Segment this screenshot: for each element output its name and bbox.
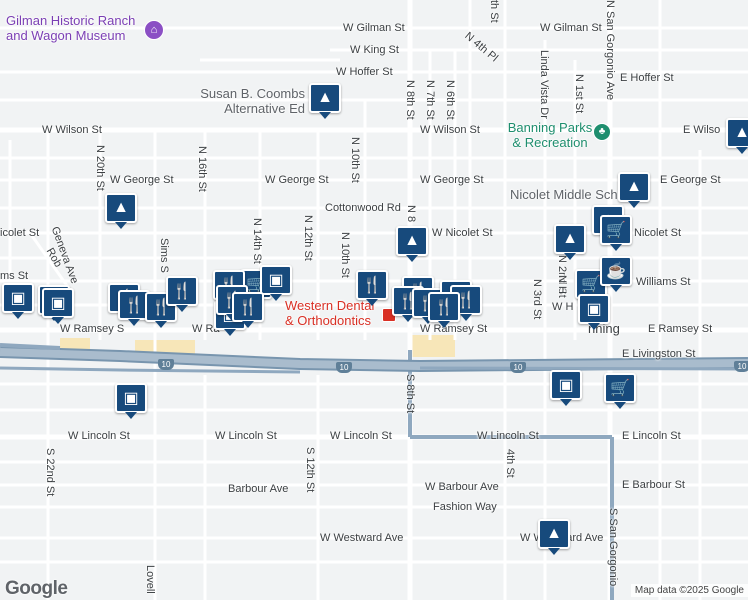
interstate-shield: 10 bbox=[734, 361, 748, 372]
school-pin-icon[interactable]: ▲ bbox=[538, 519, 570, 555]
street-label: W George St bbox=[110, 174, 174, 186]
street-label: W Wilson St bbox=[420, 124, 480, 136]
restaurant-icon[interactable]: 🍴 bbox=[356, 270, 388, 306]
street-label: W King St bbox=[350, 44, 399, 56]
street-label: N 20th St bbox=[94, 145, 106, 191]
street-label: Linda Vista Dr bbox=[538, 50, 550, 119]
street-label: N 3rd St bbox=[531, 279, 543, 320]
street-label: S San Gorgonio bbox=[607, 508, 619, 587]
street-label: E Ramsey St bbox=[648, 323, 713, 335]
interstate-shield: 10 bbox=[336, 362, 352, 373]
restaurant-icon[interactable]: 🍴 bbox=[232, 292, 264, 328]
interstate-shield: 10 bbox=[510, 362, 526, 373]
street-label: N 6th St bbox=[444, 80, 456, 120]
street-label: N 12th St bbox=[302, 215, 314, 261]
shopping-bag-icon[interactable]: ▣ bbox=[260, 265, 292, 301]
restaurant-icon[interactable]: 🍴 bbox=[428, 292, 460, 328]
street-label: W Wilson St bbox=[42, 124, 102, 136]
shopping-bag-icon[interactable]: ▣ bbox=[550, 370, 582, 406]
school-pin-icon[interactable]: ▲ bbox=[554, 224, 586, 260]
tree-icon[interactable]: ♣ bbox=[593, 123, 611, 141]
grocery-cart-icon[interactable]: 🛒 bbox=[604, 373, 636, 409]
street-label: W Lincoln St bbox=[68, 430, 130, 442]
school-pin-icon[interactable]: ▲ bbox=[309, 83, 341, 119]
shopping-bag-icon[interactable]: ▣ bbox=[578, 294, 610, 330]
street-label: W George St bbox=[265, 174, 329, 186]
school-pin-icon[interactable]: ▲ bbox=[726, 118, 748, 154]
street-label: Cottonwood Rd bbox=[325, 202, 401, 214]
street-label: W H bbox=[552, 301, 574, 313]
school-label[interactable]: Susan B. Coombs Alternative Ed bbox=[200, 86, 305, 116]
street-label: W Ramsey S bbox=[60, 323, 125, 335]
street-label: S 12th St bbox=[304, 447, 316, 493]
interstate-shield: 10 bbox=[158, 359, 174, 370]
map-attribution[interactable]: Map data ©2025 Google bbox=[630, 584, 748, 597]
street-label: W Hoffer St bbox=[336, 66, 393, 78]
street-label: W Westward Ave bbox=[320, 532, 404, 544]
street-label: S 8th St bbox=[404, 374, 416, 414]
street-label: N H bbox=[556, 275, 568, 294]
street-label: S 22nd St bbox=[44, 448, 56, 497]
street-label: N San Gorgonio Ave bbox=[604, 0, 616, 101]
museum-label[interactable]: Gilman Historic Ranch and Wagon Museum bbox=[6, 13, 136, 43]
street-label: Lovell bbox=[144, 565, 156, 594]
street-label: Sims S bbox=[158, 238, 170, 273]
street-label: N 16th St bbox=[196, 146, 208, 192]
street-label: E George St bbox=[660, 174, 721, 186]
street-label: N 8th St bbox=[404, 80, 416, 120]
school-pin-icon[interactable]: ▲ bbox=[396, 226, 428, 262]
street-label: th St bbox=[488, 0, 500, 23]
shopping-bag-icon[interactable]: ▣ bbox=[115, 383, 147, 419]
street-label: W Lincoln St bbox=[215, 430, 277, 442]
street-label: W Gilman St bbox=[343, 22, 405, 34]
street-label: Barbour Ave bbox=[228, 483, 289, 495]
shopping-bag-icon[interactable]: ▣ bbox=[2, 283, 34, 319]
street-label: W Gilman St bbox=[540, 22, 602, 34]
restaurant-icon[interactable]: 🍴 bbox=[166, 276, 198, 312]
street-label: E Lincoln St bbox=[622, 430, 681, 442]
cafe-icon[interactable]: ☕ bbox=[600, 256, 632, 292]
street-label: W Lincoln St bbox=[330, 430, 392, 442]
street-label: W Ra bbox=[192, 323, 220, 335]
street-label: icolet St bbox=[0, 227, 40, 239]
museum-icon[interactable]: ⌂ bbox=[144, 20, 164, 40]
street-label: N 8 bbox=[405, 205, 417, 223]
street-label: N 1st St bbox=[573, 74, 585, 114]
grocery-cart-icon[interactable]: 🛒 bbox=[600, 215, 632, 251]
shopping-bag-icon[interactable]: ▣ bbox=[42, 288, 74, 324]
parks-label[interactable]: Banning Parks & Recreation bbox=[507, 120, 593, 150]
street-label: N 10th St bbox=[349, 137, 361, 183]
street-label: N 7th St bbox=[424, 80, 436, 120]
school-pin-icon[interactable]: ▲ bbox=[618, 172, 650, 208]
school-pin-icon[interactable]: ▲ bbox=[105, 193, 137, 229]
middle-school-label[interactable]: Nicolet Middle Sch bbox=[510, 187, 618, 202]
street-label: Williams St bbox=[636, 276, 691, 288]
street-label: W Barbour Ave bbox=[425, 481, 499, 493]
street-label: E Wilso bbox=[683, 124, 721, 136]
street-label: E Livingston St bbox=[622, 348, 696, 360]
street-label: W Ramsey St bbox=[420, 323, 488, 335]
street-label: Fashion Way bbox=[433, 501, 497, 513]
street-label: Nicolet St bbox=[634, 227, 682, 239]
street-label: W Lincoln St bbox=[477, 430, 539, 442]
street-label: E Barbour St bbox=[622, 479, 685, 491]
street-label: 4th St bbox=[504, 449, 516, 478]
street-label: W Nicolet St bbox=[432, 227, 493, 239]
street-label: N 10th St bbox=[339, 232, 351, 278]
street-label: ms St bbox=[0, 270, 29, 282]
google-logo[interactable]: Google bbox=[5, 578, 68, 599]
dental-label[interactable]: Western Dental & Orthodontics bbox=[285, 298, 375, 328]
street-label: E Hoffer St bbox=[620, 72, 674, 84]
street-label: W George St bbox=[420, 174, 484, 186]
street-label: N 14th St bbox=[251, 218, 263, 264]
